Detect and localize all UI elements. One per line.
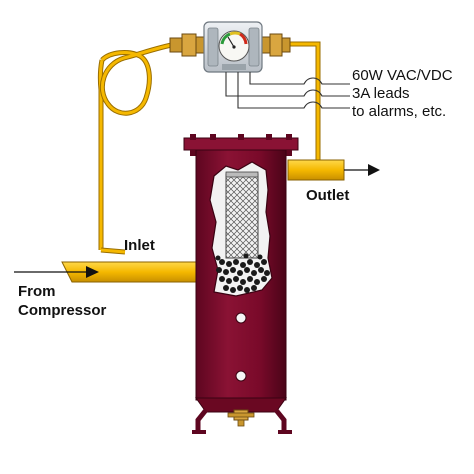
inlet-arrow-icon (86, 266, 99, 278)
compressor-label: Compressor (18, 302, 107, 319)
gauge-icon (218, 30, 250, 62)
inlet-label: Inlet (124, 237, 155, 254)
outlet-pipe (287, 159, 380, 181)
differential-gauge (169, 21, 291, 73)
leads-label: 3A leads (352, 85, 410, 102)
power-rating-label: 60W VAC/VDC (352, 67, 453, 84)
adsorbent-beads (215, 253, 270, 293)
inlet-pipe (14, 261, 201, 283)
drain-valve-icon (227, 409, 255, 427)
from-label: From (18, 283, 56, 300)
sight-port-upper (235, 312, 247, 324)
filter-element-icon (225, 171, 259, 259)
outlet-label: Outlet (306, 187, 349, 204)
alarm-wires (225, 72, 350, 109)
outlet-arrow-icon (368, 164, 380, 176)
alarms-label: to alarms, etc. (352, 103, 446, 120)
sense-tube (97, 41, 321, 255)
sight-port-lower (235, 370, 247, 382)
cutaway-view (209, 161, 273, 297)
